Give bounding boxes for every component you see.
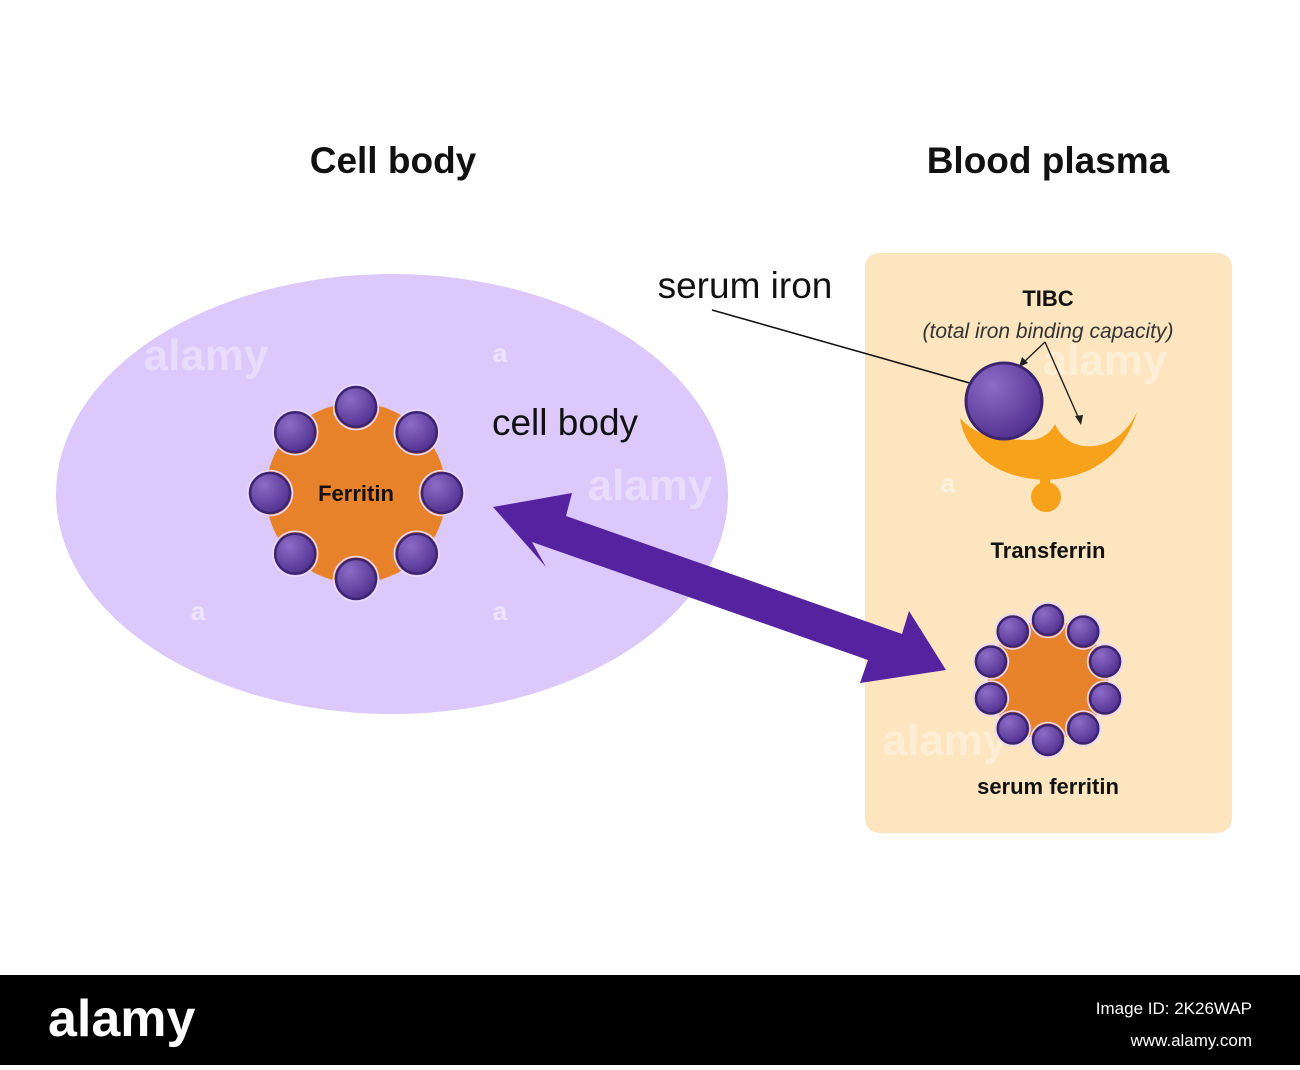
iron-atom	[1031, 723, 1065, 757]
iron-atom-rim	[1065, 710, 1102, 747]
serum-iron-label: serum iron	[658, 265, 833, 306]
iron-atom	[420, 471, 464, 515]
footer-bar	[0, 975, 1300, 1065]
tibc-description: (total iron binding capacity)	[923, 320, 1174, 343]
cell-body-label: cell body	[492, 402, 639, 443]
transferrin-molecule	[960, 361, 1137, 512]
watermark-text: alamy	[1043, 336, 1168, 385]
site-url-text: www.alamy.com	[1129, 1031, 1252, 1050]
watermark-text: alamy	[883, 716, 1008, 765]
iron-atom	[395, 410, 439, 454]
iron-atom	[273, 532, 317, 576]
image-id-text: Image ID: 2K26WAP	[1096, 999, 1252, 1018]
iron-atom	[1067, 615, 1100, 648]
iron-atom-rim	[393, 530, 441, 578]
iron-atom-rim	[972, 680, 1010, 717]
double-headed-arrow	[493, 493, 946, 683]
iron-atom	[273, 410, 317, 454]
iron-atom-rim	[332, 555, 380, 603]
iron-atom	[996, 712, 1029, 745]
iron-atom-rim	[332, 383, 380, 431]
watermark-letter: a	[191, 596, 206, 626]
watermark-letter: a	[493, 596, 508, 626]
iron-atom	[334, 557, 378, 601]
iron-atom-rim	[1086, 643, 1124, 680]
iron-atom-rim	[1029, 601, 1067, 639]
ferritin-label: Ferritin	[318, 481, 394, 506]
iron-atom-rim	[271, 408, 319, 456]
iron-atoms-ring	[246, 383, 466, 603]
serum-iron-atom	[964, 361, 1044, 441]
serum-iron-pointer-line	[711, 309, 1013, 396]
watermark-group: alamy alamy alamy alamy a a a a	[144, 331, 1168, 765]
transferrin-body	[960, 412, 1137, 480]
transferrin-knob	[1031, 482, 1061, 512]
blood-plasma-title: Blood plasma	[927, 140, 1170, 181]
iron-atom-rim	[972, 643, 1010, 680]
transferrin-stem	[1040, 476, 1050, 488]
iron-atoms-ring	[972, 601, 1124, 759]
iron-atom-rim	[393, 408, 441, 456]
tibc-arrow-line-left	[1023, 341, 1046, 363]
tibc-arrow-line-right	[1044, 341, 1080, 420]
serum-ferritin-label: serum ferritin	[977, 774, 1119, 799]
iron-atom-rim	[1065, 613, 1102, 650]
iron-atom	[974, 682, 1008, 715]
watermark-letter: a	[941, 468, 956, 498]
iron-atom-rim	[418, 469, 466, 517]
iron-atom	[996, 615, 1029, 648]
watermark-text: alamy	[588, 461, 713, 510]
alamy-logo: alamy	[48, 990, 196, 1048]
serum-ferritin-molecule	[972, 601, 1124, 759]
iron-atom-rim	[994, 613, 1031, 650]
iron-atom	[1031, 603, 1065, 637]
ferritin-molecule: Ferritin	[246, 383, 466, 603]
iron-atom	[248, 471, 292, 515]
iron-atom	[974, 645, 1008, 678]
arrow-head-icon	[1075, 415, 1083, 425]
iron-atom	[334, 385, 378, 429]
watermark-letter: a	[493, 338, 508, 368]
cell-body-title: Cell body	[310, 140, 477, 181]
tibc-pointer-arrows	[1019, 341, 1083, 425]
iron-atom-rim	[246, 469, 294, 517]
serum-ferritin-core	[988, 620, 1108, 740]
iron-atom-rim	[994, 710, 1031, 747]
iron-atom	[1067, 712, 1100, 745]
transferrin-label: Transferrin	[991, 538, 1106, 563]
watermark-text: alamy	[144, 331, 269, 380]
blood-plasma-panel	[865, 253, 1232, 833]
iron-atom-rim	[271, 530, 319, 578]
tibc-label: TIBC	[1022, 286, 1073, 311]
iron-atom	[395, 532, 439, 576]
iron-atom	[1088, 645, 1122, 678]
iron-atom-rim	[1086, 680, 1124, 717]
arrow-head-icon	[1019, 357, 1028, 367]
iron-atom	[1088, 682, 1122, 715]
iron-atom-rim	[1029, 721, 1067, 759]
